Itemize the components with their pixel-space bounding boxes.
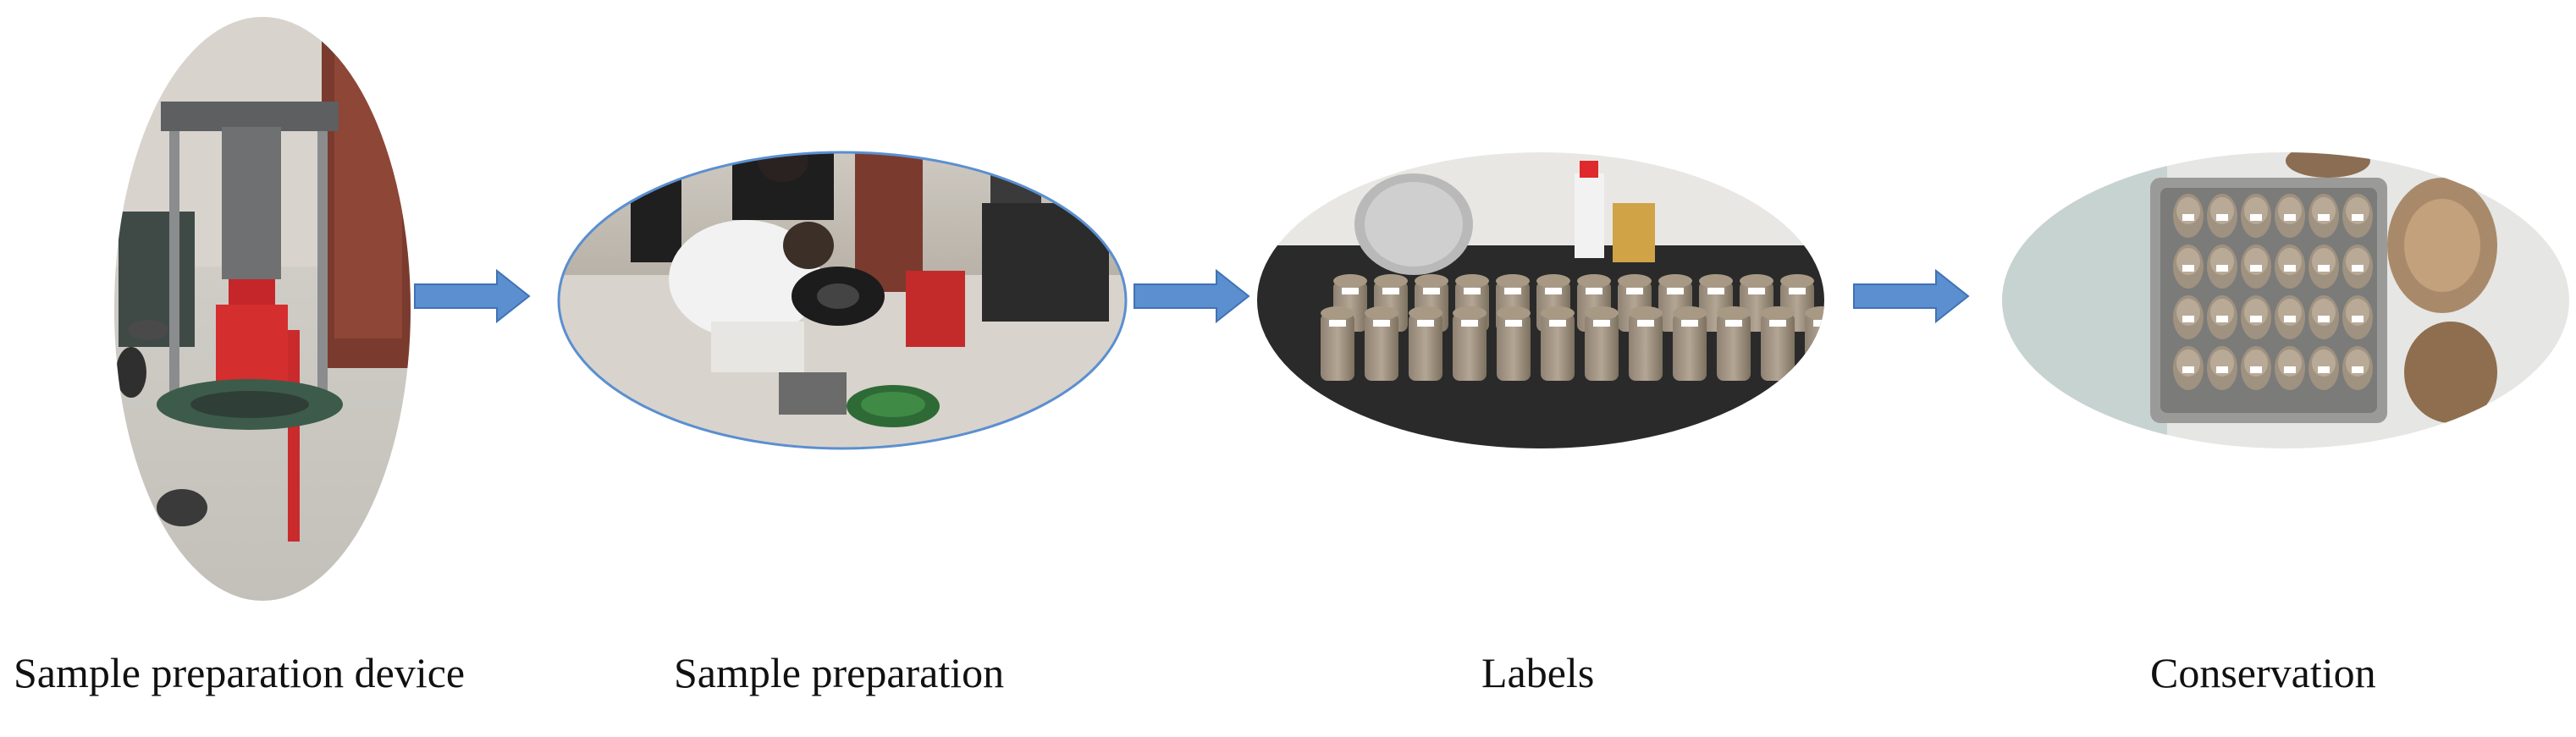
flow-arrow-3: [1853, 268, 1970, 324]
step-2-caption: Sample preparation: [674, 649, 1005, 696]
flow-arrow-1: [414, 268, 531, 324]
flow-arrow-2: [1134, 268, 1250, 324]
samples-in-curing-tray-photo: [2002, 152, 2569, 448]
labeled-cylindrical-samples-photo: [1257, 152, 1824, 448]
hydraulic-jack-press-photo: [114, 17, 411, 601]
step-3-caption: Labels: [1481, 649, 1595, 696]
step-1-caption: Sample preparation device: [14, 649, 466, 696]
step-4-caption: Conservation: [2150, 649, 2376, 696]
